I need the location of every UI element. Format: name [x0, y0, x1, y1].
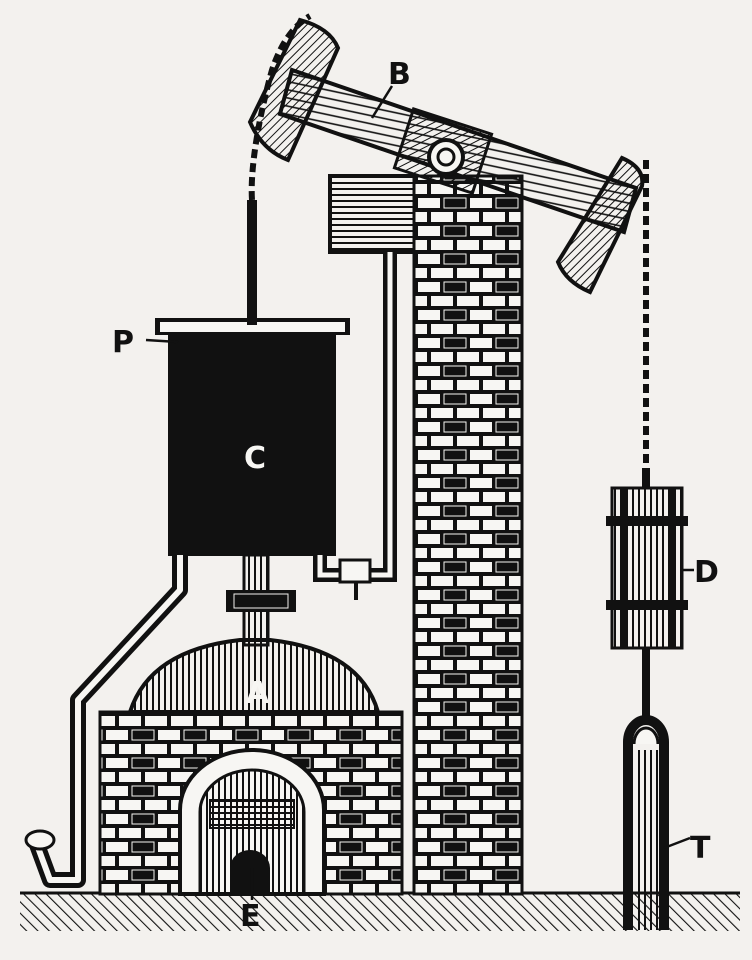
boiler-A [127, 638, 381, 714]
pump-T [623, 715, 669, 930]
steam-valve [226, 553, 296, 647]
pump-chain [642, 160, 650, 488]
label-B: B [388, 57, 411, 92]
pump-rod [642, 648, 650, 718]
counterweight-D [606, 486, 688, 650]
label-A: A [246, 676, 270, 711]
leader-lines [145, 85, 694, 900]
brick-pillar [412, 174, 524, 896]
label-D: D [694, 555, 719, 590]
injection-pipe [313, 252, 397, 600]
furnace [98, 710, 404, 896]
cylinder-C [155, 318, 350, 556]
drain-pipe [24, 555, 188, 888]
label-C: C [244, 441, 266, 476]
piston-chain [247, 13, 312, 325]
water-tank [328, 174, 418, 254]
label-P: P [112, 325, 134, 360]
piston-P [177, 335, 327, 351]
label-T: T [690, 831, 711, 866]
beam-B [247, 17, 645, 295]
label-E: E [240, 899, 261, 934]
